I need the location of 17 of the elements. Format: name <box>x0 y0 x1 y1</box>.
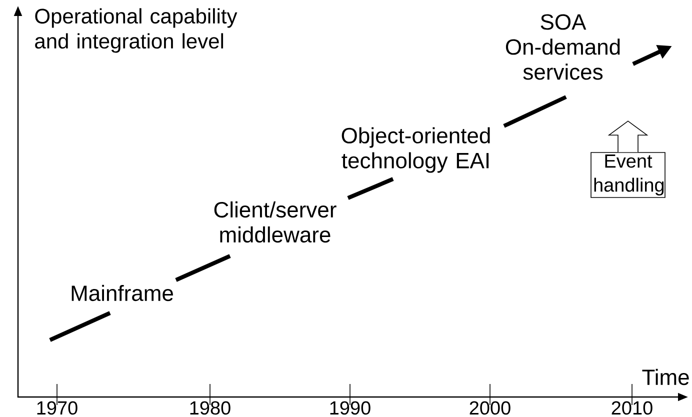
trend-line <box>175 254 231 282</box>
tick-label: 2000 <box>470 401 510 415</box>
tick-label: 1970 <box>37 401 78 415</box>
event-box: Event handling <box>590 152 666 198</box>
trend-line <box>503 95 567 128</box>
stage-label: Object-oriented technology EAI <box>342 127 490 173</box>
axis-title: Time <box>642 368 689 386</box>
tick-label: 1980 <box>190 401 230 415</box>
tick-label: 1990 <box>330 401 370 415</box>
stage-label: Client/server middleware <box>214 201 336 243</box>
trend-line <box>49 311 111 342</box>
trend-line <box>347 177 394 200</box>
stage-label: SOA On-demand services <box>506 14 620 80</box>
block-arrow <box>608 120 648 152</box>
stage-label: Mainframe <box>72 284 173 302</box>
axis-title: Operational capability and integration level <box>35 8 238 53</box>
tick-label: 2010 <box>612 401 652 415</box>
